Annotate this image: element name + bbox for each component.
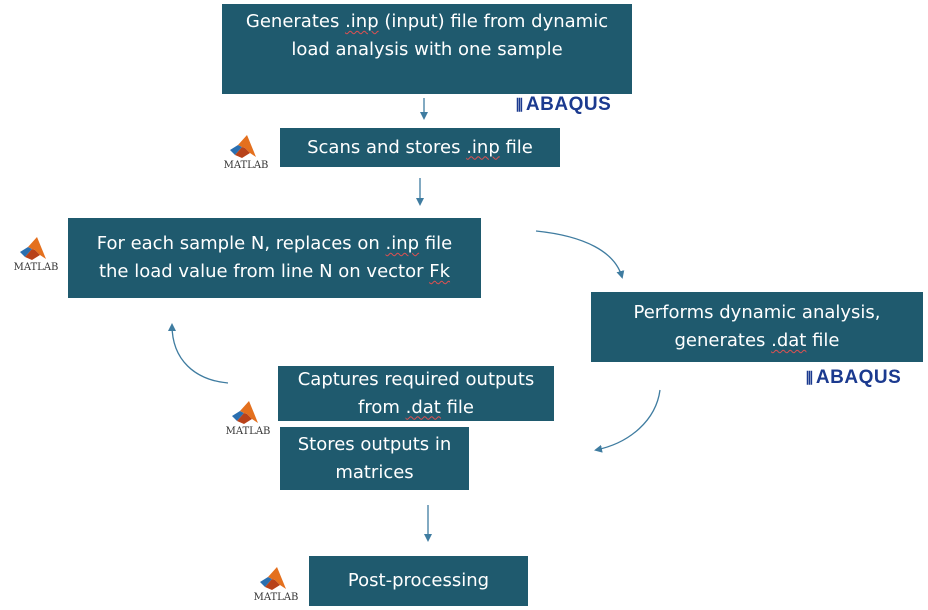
- abaqus-logo: ⫼ABAQUS: [516, 94, 611, 116]
- abaqus-logo-text: ABAQUS: [815, 367, 902, 388]
- perform-line-2: generates .dat file: [674, 330, 840, 351]
- matlab-logo: MATLAB: [250, 566, 302, 610]
- generate-line-2: load analysis with one sample: [291, 39, 563, 60]
- post-processing-label: Post-processing: [347, 570, 490, 591]
- store-outputs-box: Stores outputs in matrices: [280, 427, 469, 490]
- capture-line-2: from .dat file: [357, 396, 474, 418]
- matlab-logo: MATLAB: [220, 134, 272, 178]
- arrow-capture-to-replace: [168, 323, 229, 384]
- perform-line-1: Performs dynamic analysis,: [633, 302, 881, 323]
- matlab-icon: [232, 401, 258, 424]
- generate-inp-box: Generates .inp (input) file from dynamic…: [222, 4, 632, 94]
- generate-line-1: Generates .inp (input) file from dynamic: [245, 11, 609, 32]
- replace-line-1: For each sample N, replaces on .inp file: [96, 233, 453, 254]
- store-line-2: matrices: [335, 461, 414, 483]
- post-processing-box: Post-processing: [309, 556, 528, 606]
- store-line-1: Stores outputs in: [297, 433, 452, 455]
- matlab-icon: [260, 567, 286, 590]
- matlab-logo: MATLAB: [222, 400, 274, 444]
- abaqus-logo-text: ABAQUS: [525, 94, 612, 115]
- abaqus-logo: ⫼ABAQUS: [806, 367, 901, 389]
- matlab-icon: [230, 135, 256, 158]
- replace-load-box: For each sample N, replaces on .inp file…: [68, 218, 481, 298]
- scan-label: Scans and stores .inp file: [307, 136, 533, 158]
- replace-line-2: the load value from line N on vector Fk: [98, 261, 451, 282]
- matlab-icon: [20, 237, 46, 260]
- abaqus-icon: ⫼: [806, 369, 813, 387]
- dynamic-analysis-box: Performs dynamic analysis, generates .da…: [591, 292, 923, 362]
- arrow-perform-to-store: [594, 389, 661, 453]
- capture-outputs-box: Captures required outputs from .dat file: [278, 366, 554, 421]
- arrow-replace-to-perform: [535, 230, 625, 279]
- capture-line-1: Captures required outputs: [297, 368, 535, 390]
- abaqus-icon: ⫼: [516, 96, 523, 114]
- matlab-logo: MATLAB: [10, 236, 62, 280]
- scan-inp-box: Scans and stores .inp file: [280, 128, 560, 167]
